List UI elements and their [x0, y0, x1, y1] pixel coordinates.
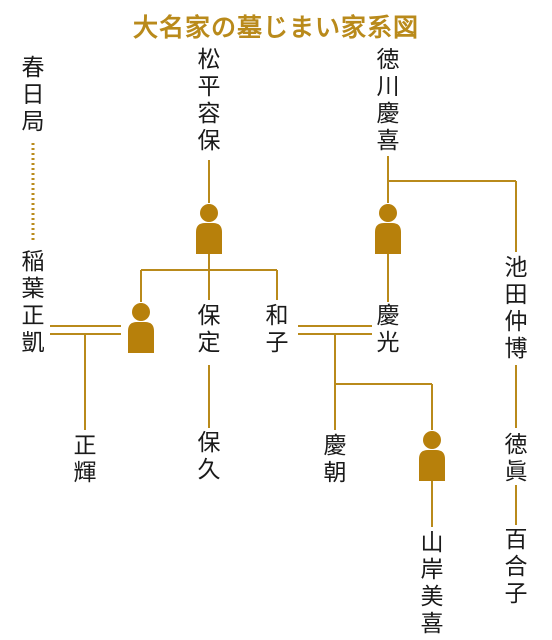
diagram-title: 大名家の墓じまい家系図 — [132, 13, 419, 42]
person-yuriko: 百合子 — [504, 527, 528, 607]
person-icon — [128, 303, 154, 353]
person-icon — [419, 431, 445, 481]
person-morihisa: 保久 — [197, 430, 221, 483]
person-kasuga: 春日局 — [21, 55, 45, 135]
person-morisada: 保定 — [197, 303, 221, 356]
person-katamori: 松平容保 — [197, 47, 221, 154]
person-inaba: 稲葉正凱 — [21, 249, 45, 356]
person-kazuko: 和子 — [265, 303, 289, 356]
person-icon — [196, 204, 222, 254]
person-icon — [375, 204, 401, 254]
person-yamagishi: 山岸美喜 — [420, 530, 444, 637]
person-tokuma: 徳眞 — [504, 432, 528, 485]
person-yoshitomo: 慶朝 — [323, 433, 347, 486]
person-ikeda: 池田仲博 — [504, 255, 528, 362]
person-masateru: 正輝 — [73, 433, 97, 486]
person-yoshinobu: 徳川慶喜 — [376, 47, 400, 154]
person-yoshimitsu: 慶光 — [376, 303, 400, 356]
